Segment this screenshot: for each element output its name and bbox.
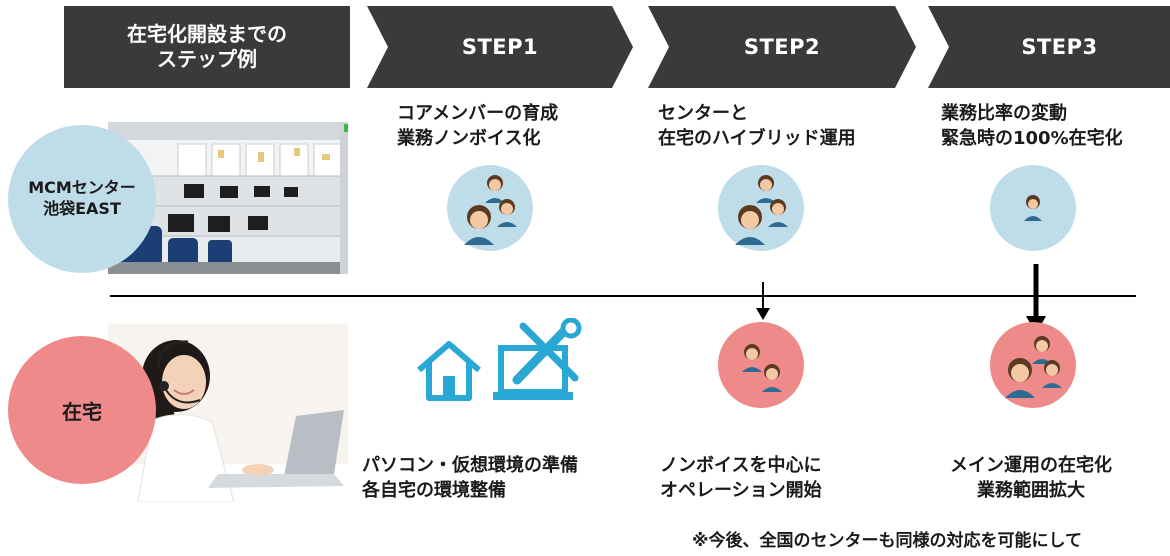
header-step2-shape [648, 6, 916, 88]
step2-center-text: センターと 在宅のハイブリッド運用 [658, 103, 856, 150]
operator-icon [464, 175, 517, 245]
step3-home-circle [990, 322, 1076, 408]
home-row-label: 在宅 [62, 399, 102, 424]
operator-group-icon [1005, 336, 1062, 398]
operator-group-icon [464, 175, 517, 245]
home-and-pc-setup-icon [417, 318, 582, 401]
step1-center-text: コアメンバーの育成 業務ノンボイス化 [397, 103, 559, 150]
header-step1-label: STEP1 [461, 34, 539, 59]
divider-line [110, 295, 1136, 297]
step3-center-text: 業務比率の変動 緊急時の100%在宅化 [941, 103, 1123, 150]
header-intro-label: 在宅化開設までの ステップ例 [127, 22, 287, 71]
header-step3-label: STEP3 [1021, 34, 1098, 59]
home-photo [108, 324, 348, 502]
step2-home-circle [718, 322, 804, 408]
home-row-circle [8, 336, 156, 484]
header-intro-shape [64, 6, 350, 88]
header-step3-shape [928, 6, 1170, 88]
step2-home-text: ノンボイスを中心に オペレーション開始 [660, 455, 822, 502]
step3-home-text: メイン運用の在宅化 業務範囲拡大 [950, 455, 1112, 502]
step2-arrow [756, 282, 770, 320]
operator-icon [1024, 195, 1042, 221]
header-step1-shape [367, 6, 633, 88]
computer-tools-icon [493, 318, 582, 400]
office-photo [108, 122, 348, 274]
center-row-label: MCMセンター 池袋EAST [28, 178, 136, 218]
operator-pair-icon [742, 344, 782, 392]
header-step2-label: STEP2 [743, 34, 821, 59]
header-bar [64, 6, 1170, 88]
operator-group-icon [735, 175, 788, 245]
step1-home-text: パソコン・仮想環境の準備 各自宅の環境整備 [362, 455, 578, 502]
footnote: ※今後、全国のセンターも同様の対応を可能にして [692, 531, 1083, 551]
house-icon [417, 341, 481, 401]
center-row-circle [8, 125, 156, 273]
